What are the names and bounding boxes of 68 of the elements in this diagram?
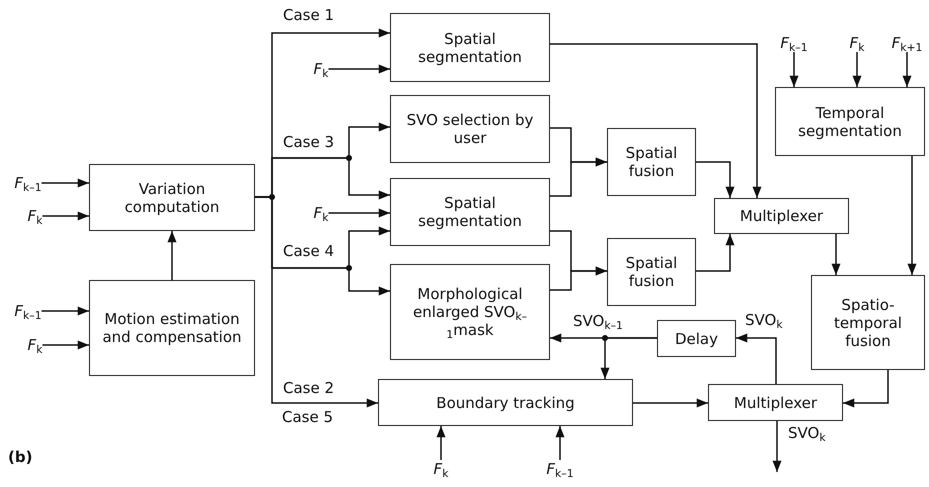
arrow bbox=[908, 156, 916, 275]
arrow bbox=[42, 212, 89, 220]
arrow bbox=[328, 64, 390, 74]
box-text: Spatial fusion bbox=[624, 254, 678, 290]
box-text: Spatial segmentation bbox=[417, 30, 523, 66]
edge-label: SVO$_{k}$ bbox=[744, 311, 784, 329]
process-box bbox=[607, 128, 696, 196]
process-box bbox=[607, 238, 696, 306]
arrow bbox=[696, 234, 734, 272]
input-signal-label: F$_{k}$ bbox=[314, 204, 328, 222]
arrow bbox=[832, 234, 840, 275]
input-signal-label: F$_{k–1}$ bbox=[14, 302, 42, 320]
arrow bbox=[168, 231, 176, 280]
box-text: SVO selection by user bbox=[406, 111, 534, 147]
process-box bbox=[390, 264, 550, 360]
process-box bbox=[89, 164, 255, 231]
process-box bbox=[811, 275, 925, 370]
input-signal-label: F$_{k}$ bbox=[28, 207, 42, 225]
box-text: Multiplexer bbox=[734, 394, 818, 412]
arrow bbox=[436, 426, 446, 460]
process-box bbox=[714, 198, 849, 234]
arrow bbox=[772, 421, 782, 472]
process-box bbox=[390, 95, 550, 163]
process-box bbox=[657, 320, 736, 357]
box-text: Morphological enlarged SVO$_{k–}$$_{1}$mask bbox=[412, 285, 528, 339]
box-text: Boundary tracking bbox=[436, 394, 575, 412]
box-text: Spatio- temporal fusion bbox=[833, 296, 903, 350]
arrow bbox=[852, 52, 862, 87]
process-box bbox=[390, 178, 550, 246]
input-signal-label: F$_{k–1}$ bbox=[14, 174, 42, 192]
box-text: Spatial segmentation bbox=[417, 194, 523, 230]
arrow bbox=[550, 266, 607, 291]
box-text: Temporal segmentation bbox=[797, 104, 903, 140]
arrow bbox=[550, 158, 607, 197]
arrow bbox=[556, 426, 564, 460]
arrow bbox=[42, 178, 89, 188]
process-box bbox=[89, 280, 255, 376]
arrow bbox=[600, 337, 657, 379]
edge-label: SVO$_{k}$ bbox=[787, 424, 827, 442]
arrow bbox=[736, 334, 777, 384]
input-signal-label: F$_{k}$ bbox=[314, 60, 328, 78]
arrow bbox=[328, 208, 390, 218]
arrow bbox=[790, 52, 798, 87]
input-signal-label: F$_{k}$ bbox=[28, 336, 42, 354]
box-text: Multiplexer bbox=[740, 207, 824, 225]
arrow bbox=[633, 398, 708, 408]
figure-label: (b) bbox=[8, 448, 32, 466]
input-signal-label: F$_{k}$ bbox=[850, 34, 864, 52]
box-text: Variation computation bbox=[124, 180, 220, 216]
input-signal-label: F$_{k–1}$ bbox=[780, 34, 808, 52]
edge-label: SVO$_{k–1}$ bbox=[572, 312, 624, 330]
process-box bbox=[775, 87, 925, 156]
process-box bbox=[378, 379, 633, 426]
arrow bbox=[902, 52, 912, 87]
arrow bbox=[42, 306, 89, 316]
arrow bbox=[696, 161, 734, 198]
arrow bbox=[550, 43, 762, 198]
input-signal-label: F$_{k}$ bbox=[434, 460, 448, 478]
input-signal-label: F$_{k+1}$ bbox=[892, 34, 922, 52]
case-label: Case 5 bbox=[282, 408, 334, 426]
process-box bbox=[390, 13, 550, 82]
arrow bbox=[42, 340, 89, 350]
input-signal-label: F$_{k–1}$ bbox=[546, 460, 574, 478]
process-box bbox=[708, 384, 843, 421]
box-text: Spatial fusion bbox=[624, 144, 678, 180]
box-text: Motion estimation and compensation bbox=[101, 310, 243, 346]
arrow bbox=[843, 370, 889, 408]
box-text: Delay bbox=[674, 330, 718, 348]
